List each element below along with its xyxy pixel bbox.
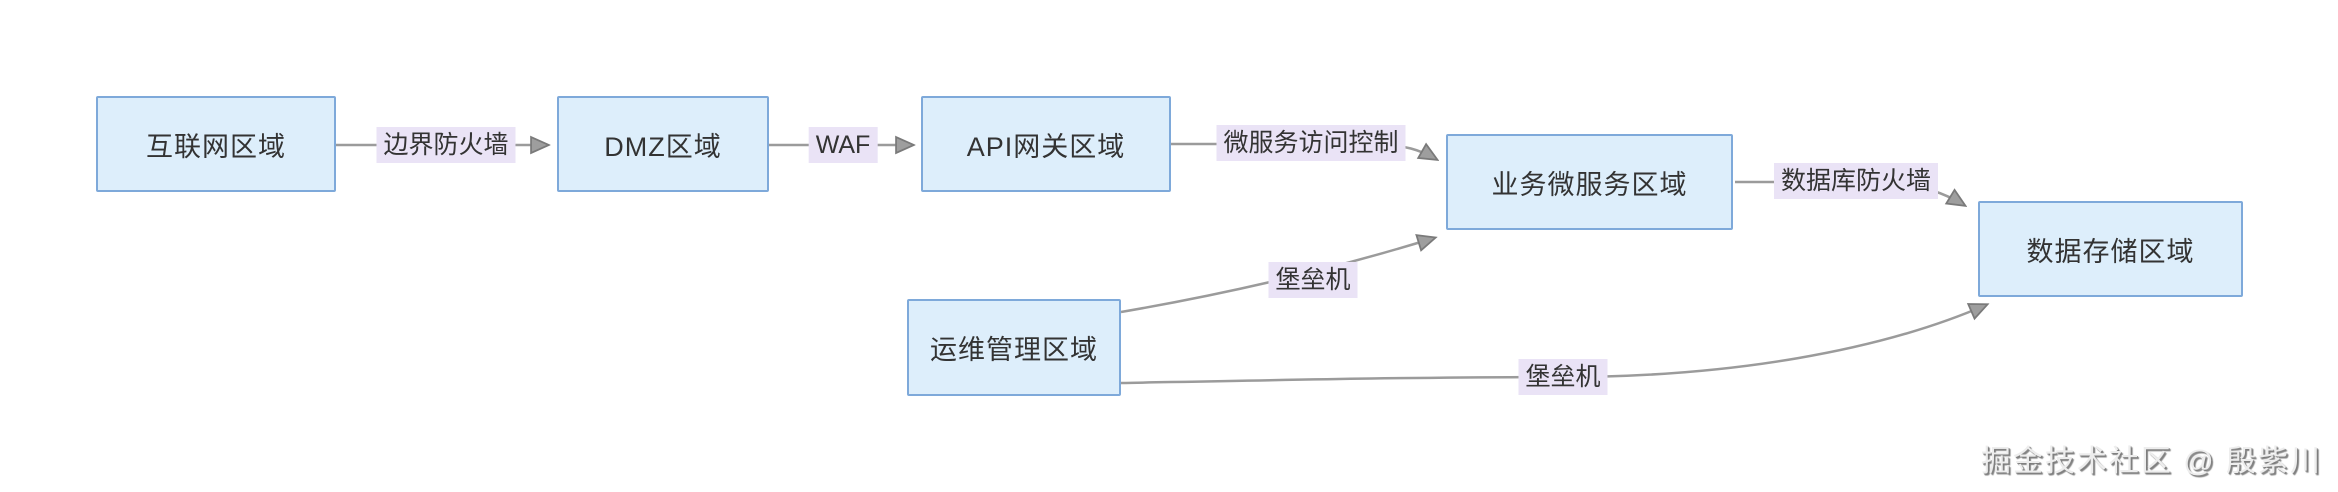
edge-label-waf: WAF [808, 127, 878, 163]
node-data-storage-zone-label: 数据存储区域 [2026, 236, 2195, 267]
node-internet-zone-label: 互联网区域 [146, 131, 286, 162]
watermark-text: 掘金技术社区 @ 殷紫川 [1980, 445, 2322, 478]
node-dmz-zone: DMZ区域 [557, 96, 769, 192]
edge-label-bastion-host-upper: 堡垒机 [1268, 262, 1358, 298]
node-business-microservice-zone-label: 业务微服务区域 [1491, 169, 1688, 200]
node-data-storage-zone: 数据存储区域 [1978, 201, 2243, 297]
node-api-gateway-zone-label: API网关区域 [966, 131, 1126, 162]
node-dmz-zone-label: DMZ区域 [604, 131, 722, 162]
edge-label-bastion-host-lower: 堡垒机 [1518, 359, 1608, 395]
node-internet-zone: 互联网区域 [96, 96, 336, 192]
node-ops-management-zone-label: 运维管理区域 [930, 335, 1098, 365]
node-ops-management-zone: 运维管理区域 [907, 299, 1121, 396]
edge-label-border-firewall: 边界防火墙 [376, 127, 516, 163]
node-business-microservice-zone: 业务微服务区域 [1446, 134, 1733, 230]
edge-label-database-firewall: 数据库防火墙 [1773, 163, 1939, 199]
node-api-gateway-zone: API网关区域 [921, 96, 1171, 192]
edge-label-microservice-access-control: 微服务访问控制 [1216, 125, 1406, 161]
